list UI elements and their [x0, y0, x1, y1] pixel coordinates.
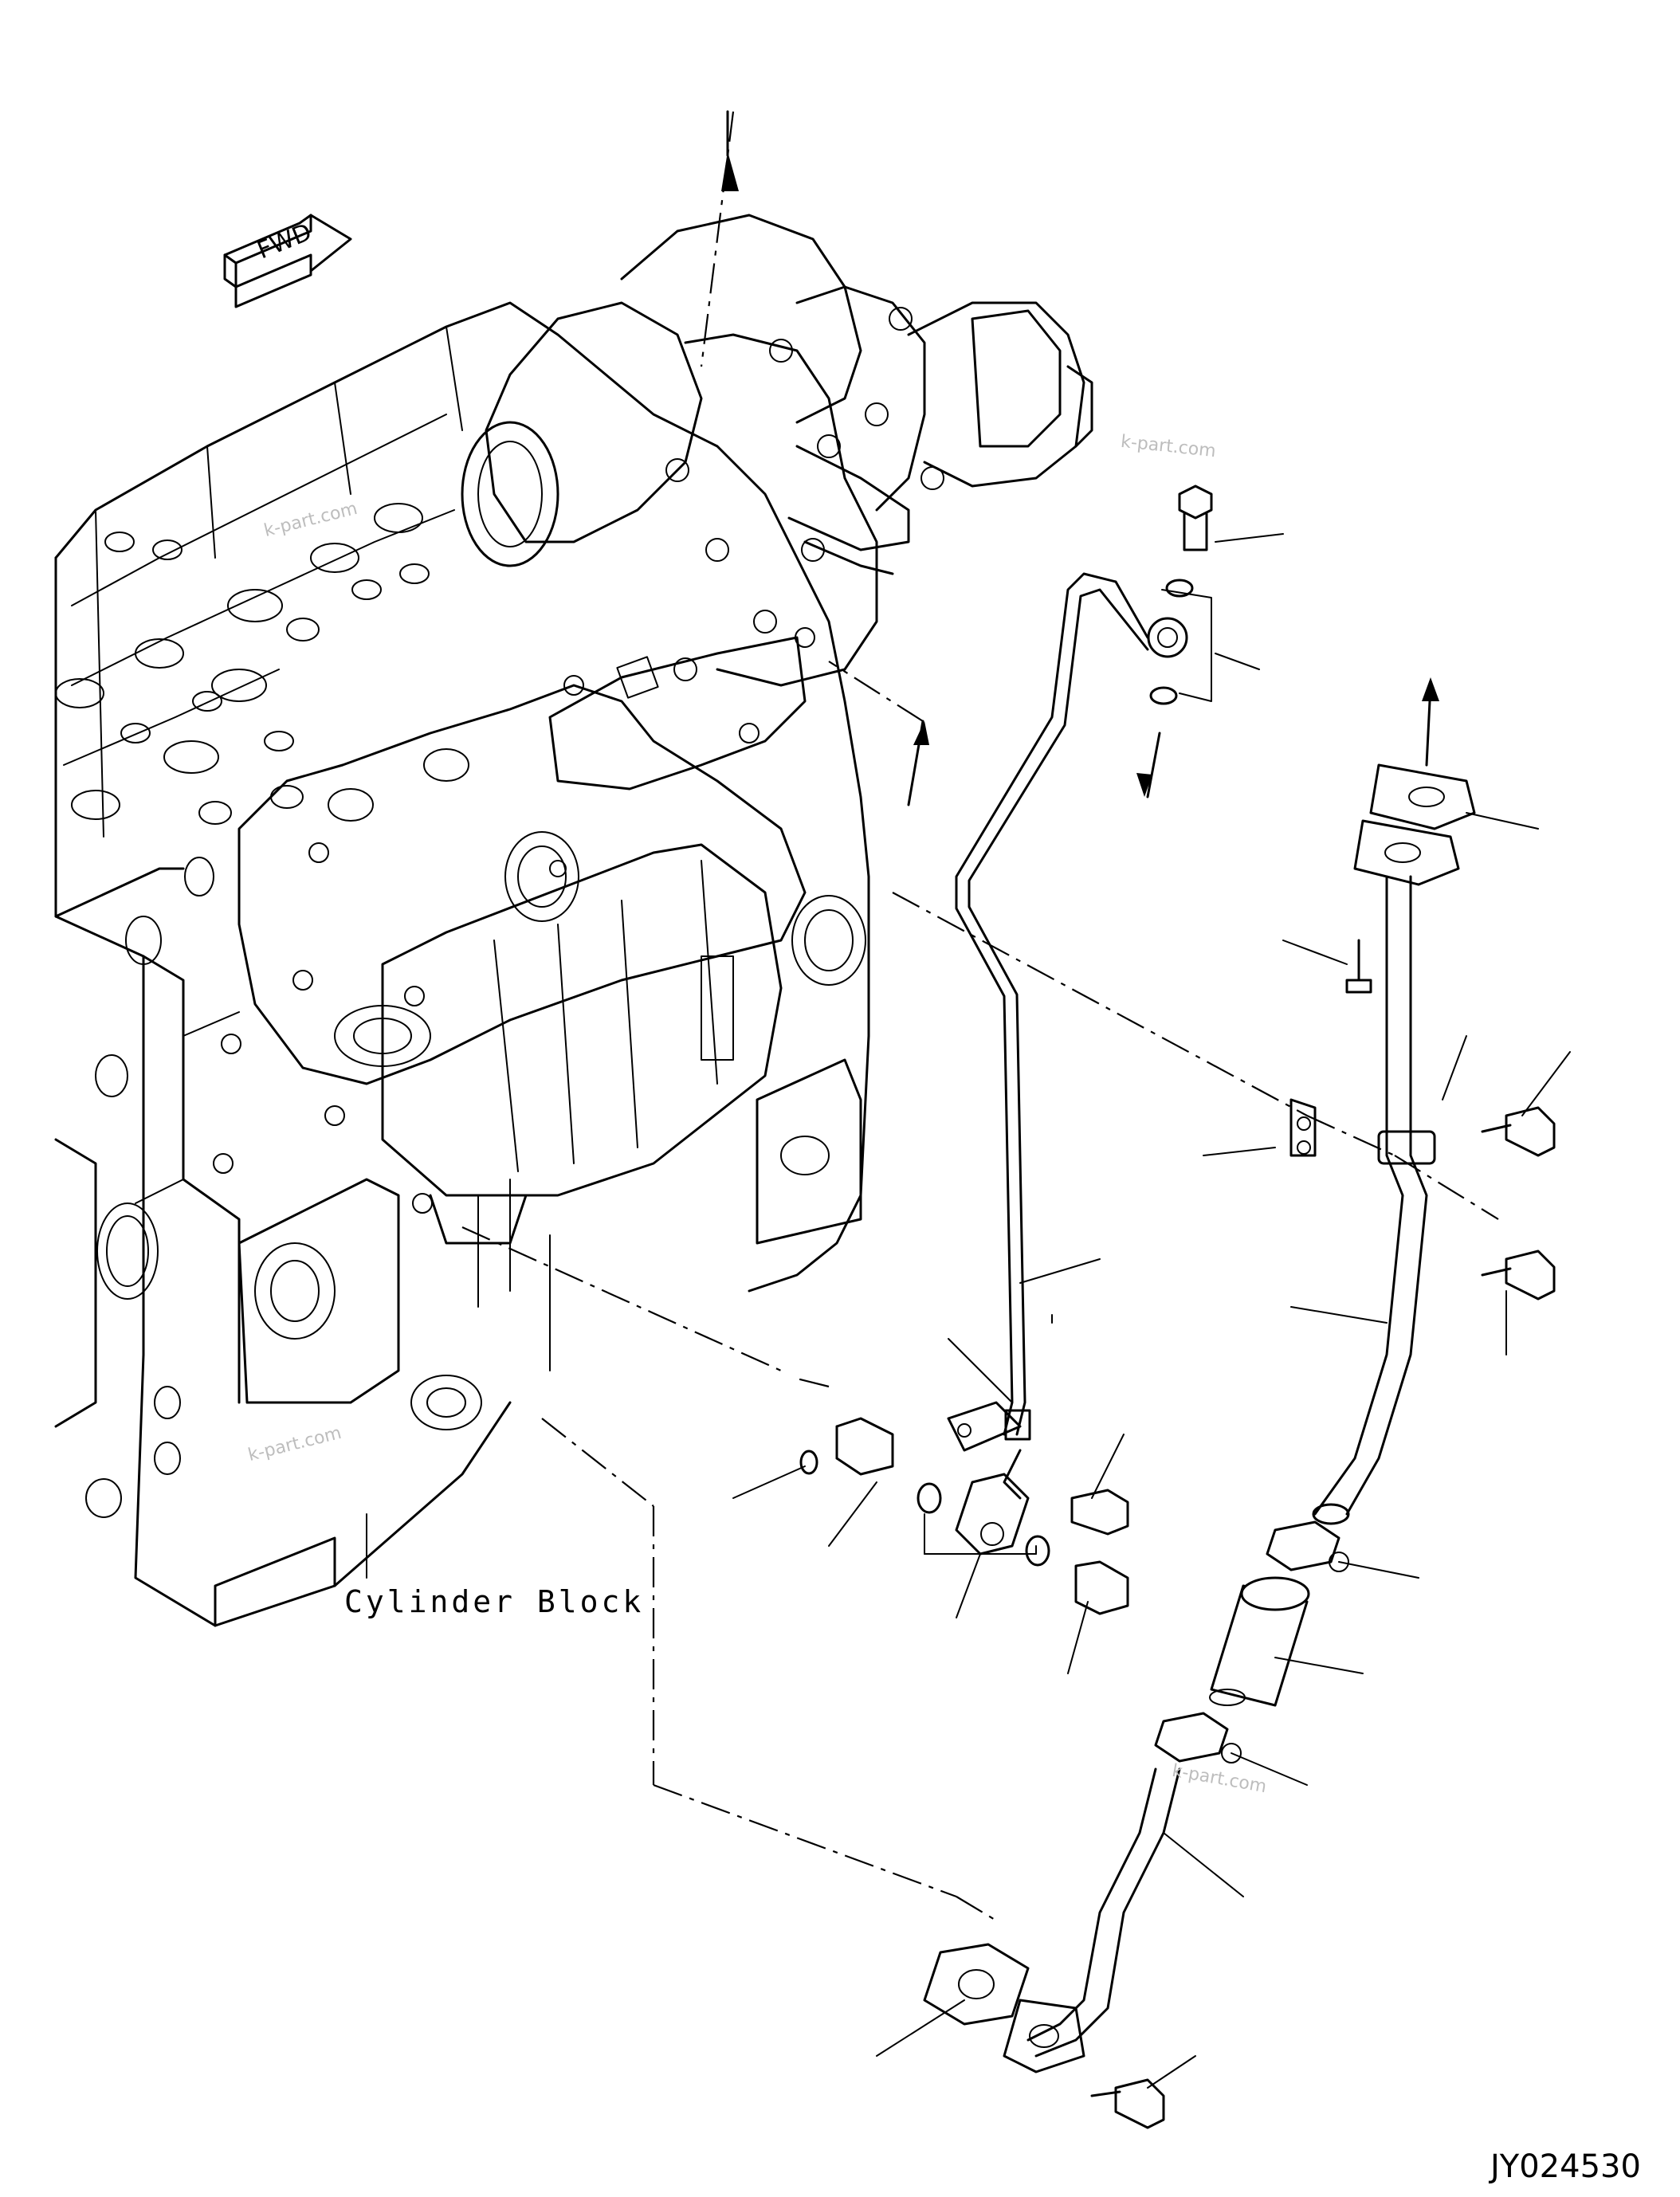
- callout-leaders: [732, 533, 1571, 2089]
- cylinder-block-label: Cylinder Block: [344, 1584, 645, 1619]
- engine-block: [54, 301, 870, 1627]
- oil-feed-pipe: [799, 485, 1213, 1615]
- exhaust-manifold: [213, 684, 866, 1245]
- assembly-arrows: [461, 110, 1499, 1921]
- fwd-arrow-icon: [223, 214, 352, 308]
- drawing-number: JY024530: [1490, 2148, 1641, 2185]
- turbocharger: [461, 214, 1093, 791]
- oil-return-pipe: [923, 763, 1556, 2129]
